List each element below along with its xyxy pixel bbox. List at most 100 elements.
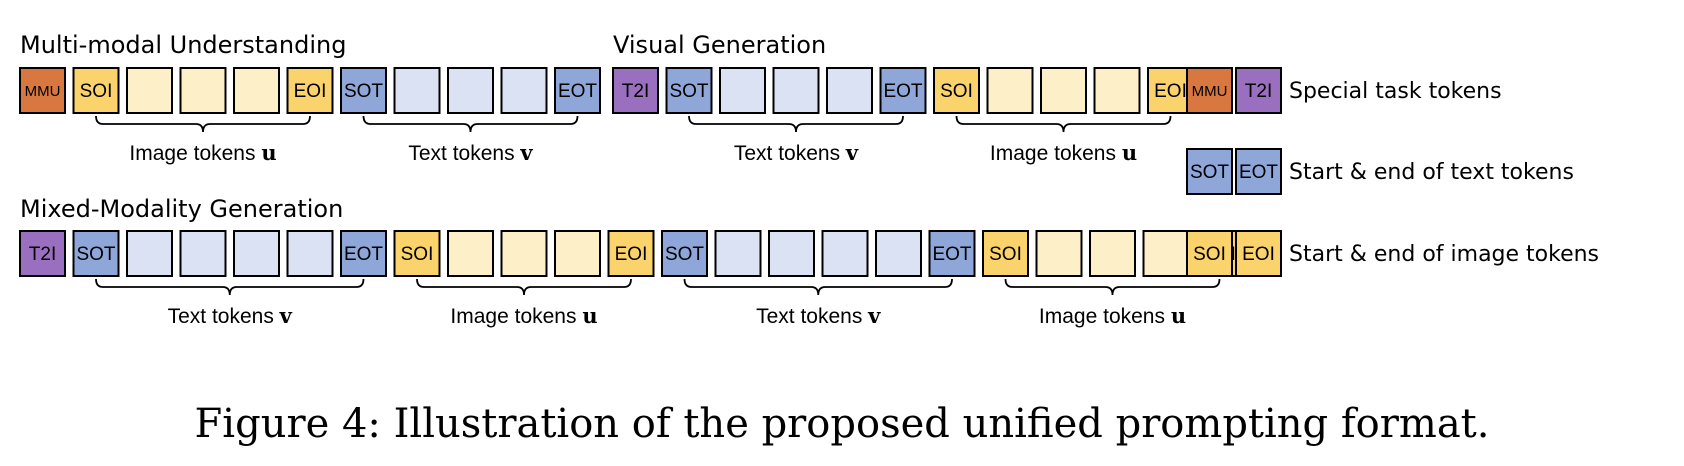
group-label-text: Image tokens [1039,305,1171,328]
group-symbol: u [1171,303,1186,328]
group-label-text-tokens: Text tokens v [408,140,533,165]
token-image [1089,230,1136,277]
group-label-image-tokens: Image tokens u [1039,303,1186,328]
token-box [72,230,120,277]
token-box [1035,230,1083,277]
token-mmu: MMU [19,67,66,114]
token-box [1093,67,1141,114]
token-sot: SOT [665,67,713,114]
token-label: MMU [1192,83,1228,100]
token-box [1089,230,1136,277]
token-text [714,230,762,277]
token-label: T2I [622,81,649,102]
token-image [126,67,173,114]
token-label: SOI [940,81,973,102]
token-eoi: EOI [607,230,655,277]
legend-token-eoi: EOI [1235,230,1282,277]
token-box [1186,148,1233,195]
token-box [179,230,227,277]
token-box [233,67,280,114]
token-box [233,230,280,277]
figure-caption: Figure 4: Illustration of the proposed u… [195,401,1490,447]
token-label: EOI [1154,81,1187,102]
token-text [393,67,441,114]
token-image [986,67,1034,114]
group-brace [95,278,365,296]
token-image [554,230,601,277]
token-label: EOT [932,244,971,265]
group-label-text: Text tokens [408,142,520,165]
group-brace [416,278,632,296]
token-box [447,230,494,277]
token-soi: SOI [933,67,980,114]
group-brace [683,278,953,296]
token-text [179,230,227,277]
token-label: SOT [669,81,708,102]
token-box [447,67,494,114]
token-label: SOT [665,244,704,265]
token-label: EOT [344,244,383,265]
token-label: SOI [1193,244,1226,265]
token-box [1040,67,1087,114]
token-eoi: EOI [1147,67,1194,114]
token-image [1142,230,1190,277]
legend-label: Start & end of text tokens [1289,160,1574,185]
token-box [875,230,922,277]
group-label-text-tokens: Text tokens v [756,303,881,328]
group-brace [688,115,904,133]
token-box [719,67,766,114]
token-box [72,67,120,114]
token-box [500,67,548,114]
token-box [612,67,659,114]
token-text [768,230,815,277]
group-symbol: v [519,140,533,165]
legend-label: Special task tokens [1289,79,1502,104]
token-box [714,230,762,277]
token-eot: EOT [340,230,387,277]
section-title: Multi-modal Understanding [20,31,346,59]
token-box [768,230,815,277]
token-box [126,67,173,114]
group-brace [362,115,579,133]
token-t2i: T2I [19,230,66,277]
legend-token-eot: EOT [1235,148,1282,195]
section-title: Visual Generation [613,31,826,59]
token-box [393,230,441,277]
token-label: EOT [558,81,597,102]
group-label-text-tokens: Text tokens v [734,140,859,165]
group-label-image-tokens: Image tokens u [129,140,276,165]
token-label: SOI [989,244,1022,265]
token-box [1235,67,1282,114]
token-sot: SOT [72,230,120,277]
token-label: EOI [1242,244,1275,265]
token-box [554,67,601,114]
legend-token-mmu: MMU [1186,67,1233,114]
legend-label: Start & end of image tokens [1289,242,1599,267]
token-box [286,230,334,277]
group-brace [955,115,1172,133]
legend-token-t2i: T2I [1235,67,1282,114]
token-text [500,67,548,114]
group-symbol: u [582,303,597,328]
token-eot: EOT [928,230,976,277]
token-text [821,230,869,277]
token-box [982,230,1029,277]
token-text [826,67,873,114]
token-box [393,67,441,114]
token-box [1235,148,1282,195]
token-label: SOT [76,244,115,265]
token-box [661,230,708,277]
token-box [340,230,387,277]
token-text [286,230,334,277]
token-soi: SOI [982,230,1029,277]
token-label: EOI [615,244,648,265]
legend-token-soi: SOI [1186,230,1233,277]
token-soi: SOI [393,230,441,277]
token-image [447,230,494,277]
token-box [826,67,873,114]
